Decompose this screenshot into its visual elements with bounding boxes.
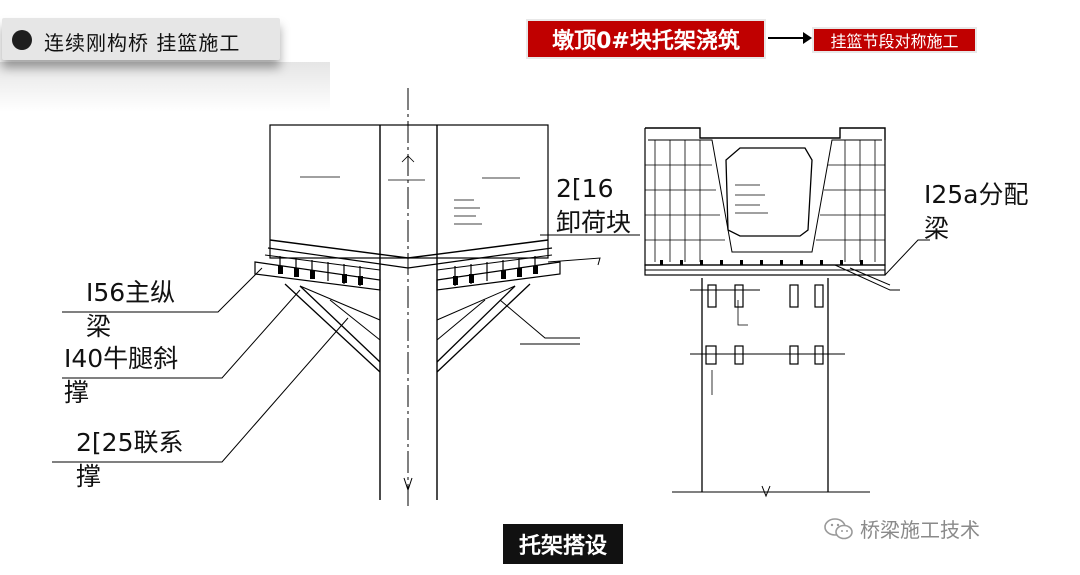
section-header: 连续刚构桥 挂篮施工 <box>2 18 280 60</box>
wechat-icon <box>824 517 853 539</box>
header-shadow <box>0 62 330 112</box>
flow-arrow-icon <box>768 32 812 44</box>
label-diagonal-brace: I40牛腿斜 撑 <box>64 344 179 407</box>
right-section <box>644 127 930 498</box>
section-title: 连续刚构桥 挂篮施工 <box>44 31 241 55</box>
label-main-beam: I56主纵 梁 <box>86 278 176 341</box>
bullet-icon <box>12 30 32 50</box>
watermark: 桥梁施工技术 <box>824 514 980 543</box>
watermark-text: 桥梁施工技术 <box>860 518 980 542</box>
next-step-box: 挂篮节段对称施工 <box>812 27 977 53</box>
label-tie-brace: 2[25联系 撑 <box>76 428 184 491</box>
current-step-box: 墩顶0#块托架浇筑 <box>526 19 766 59</box>
left-elevation <box>52 88 640 508</box>
figure-caption: 托架搭设 <box>503 524 623 564</box>
label-unload-block: 2[16 卸荷块 <box>556 174 632 237</box>
label-distribution-beam: I25a分配 梁 <box>924 180 1029 243</box>
